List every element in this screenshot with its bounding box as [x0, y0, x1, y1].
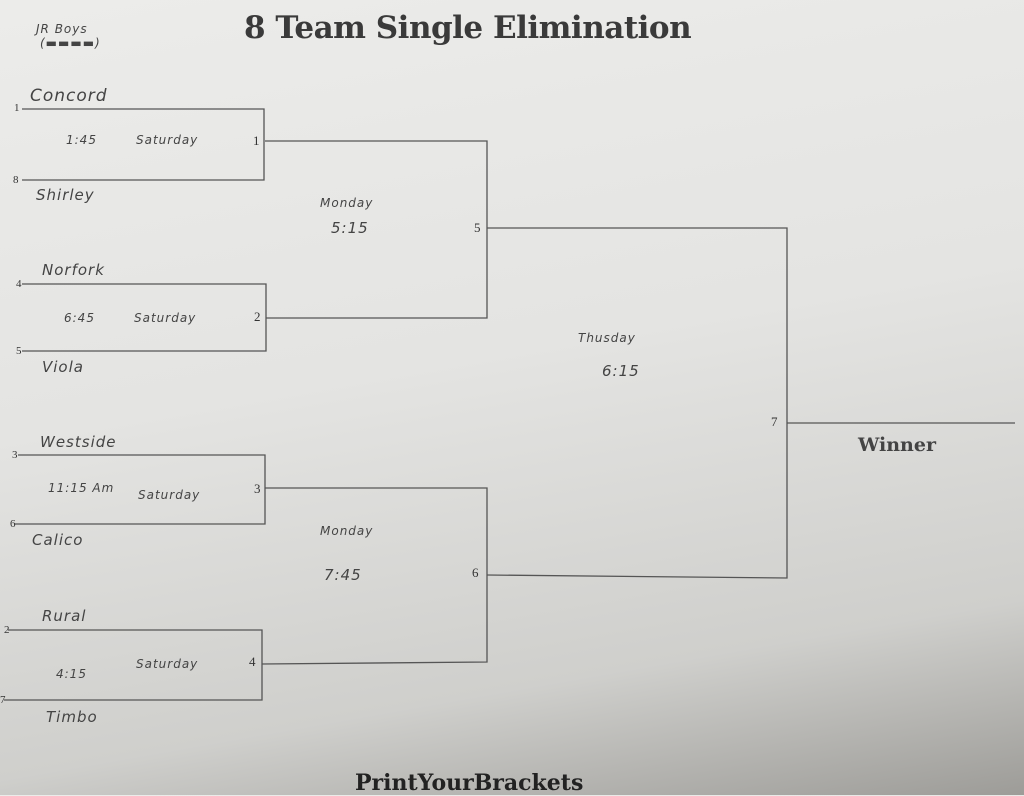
seed-label: 3 [12, 449, 18, 461]
page-title: 8 Team Single Elimination [244, 10, 692, 46]
slot-number: 7 [771, 414, 778, 429]
match-day: Saturday [138, 488, 201, 502]
slot-number: 4 [249, 654, 256, 669]
seed-label: 7 [0, 694, 6, 706]
match-time: 6:45 [64, 311, 95, 325]
match-day: Saturday [134, 311, 197, 325]
match-day: Monday [320, 196, 374, 210]
winner-label: Winner [858, 434, 936, 456]
match-time: 6:15 [602, 362, 640, 380]
footer-brand: PrintYourBrackets [355, 770, 584, 796]
division-note-redacted: (▬▬▬▬) [40, 36, 101, 50]
match-time: 11:15 Am [48, 481, 115, 495]
team-name: Concord [30, 86, 108, 106]
seed-label: 5 [16, 345, 22, 357]
match-day: Saturday [136, 133, 199, 147]
match-time: 7:45 [324, 566, 362, 584]
match-1-lines [22, 108, 265, 181]
match-7-lines [486, 227, 788, 579]
seed-label: 4 [16, 278, 22, 290]
seed-label: 1 [14, 102, 20, 114]
division-note: JR Boys [36, 22, 88, 36]
team-name: Viola [42, 358, 84, 376]
team-name: Calico [32, 531, 84, 549]
match-time: 1:45 [66, 133, 97, 147]
team-name: Timbo [46, 708, 98, 726]
match-3-lines [14, 454, 266, 525]
seed-label: 8 [13, 174, 19, 186]
match-day: Saturday [136, 657, 199, 671]
match-day: Thusday [578, 331, 636, 345]
seed-label: 6 [10, 518, 16, 530]
slot-number: 5 [474, 220, 481, 235]
match-time: 5:15 [331, 219, 369, 237]
seed-label: 2 [4, 624, 10, 636]
match-4-lines [4, 629, 263, 701]
team-name: Norfork [42, 261, 105, 279]
slot-number: 6 [472, 565, 479, 580]
team-name: Shirley [36, 186, 95, 204]
match-5-lines [265, 140, 488, 319]
slot-number: 2 [254, 309, 261, 324]
slot-number: 3 [254, 481, 261, 496]
match-time: 4:15 [56, 667, 87, 681]
match-6-lines [261, 487, 488, 665]
slot-number: 1 [253, 133, 260, 148]
match-day: Monday [320, 524, 374, 538]
team-name: Westside [40, 433, 117, 451]
team-name: Rural [42, 607, 87, 625]
